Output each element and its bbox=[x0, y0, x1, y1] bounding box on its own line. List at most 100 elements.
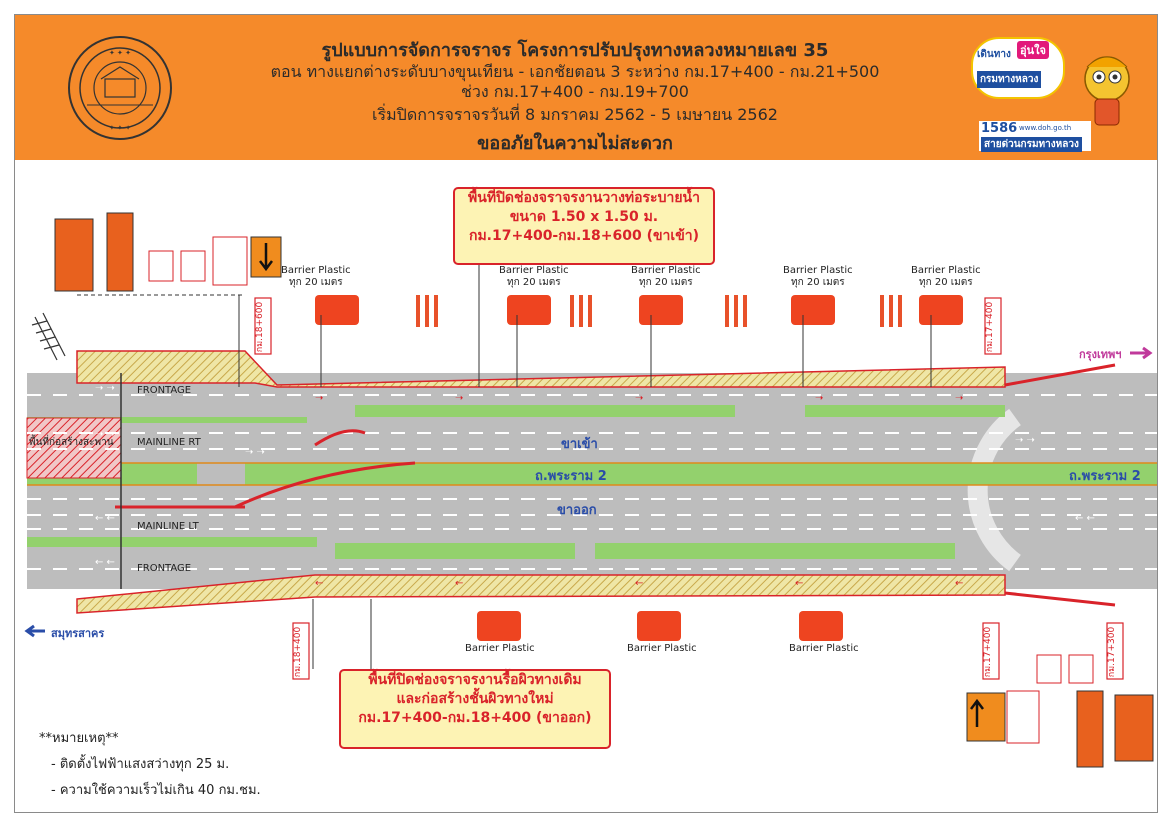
svg-text:← ←: ← ← bbox=[95, 557, 115, 568]
diagram-frame: ✦ ✦ ✦ ✦ ✦ ✦ รูปแบบการจัดการจราจร โครงการ… bbox=[14, 14, 1158, 813]
km-post-boxes bbox=[254, 297, 1124, 680]
svg-text:➝: ➝ bbox=[315, 393, 323, 404]
callout-outbound-line-3: กม.17+400-กม.18+400 (ขาออก) bbox=[358, 710, 592, 726]
plastic-barriers-top bbox=[315, 295, 963, 325]
road-layout-diagram: ➝➝➝➝➝ ←←←←← ➝ ➝➝ ➝➝ ➝➝ ➝ ← ←← ←← ← bbox=[24, 212, 1157, 768]
km-post-bottom-left: กม.18+400 bbox=[293, 626, 304, 678]
plastic-barriers-bottom bbox=[477, 611, 843, 641]
closure-zone-inbound bbox=[76, 350, 1006, 388]
barrier-label-top-2-line-1: Barrier Plastic bbox=[499, 265, 569, 276]
header-banner: ✦ ✦ ✦ ✦ ✦ ✦ รูปแบบการจัดการจราจร โครงการ… bbox=[15, 15, 1157, 160]
leader-lines bbox=[238, 247, 932, 669]
traffic-arrows: ➝➝➝➝➝ ←←←←← bbox=[315, 393, 963, 589]
barrier-label-top-2-line-2: ทุก 20 เมตร bbox=[507, 277, 561, 288]
label-frontage-bottom: FRONTAGE bbox=[137, 563, 192, 574]
callout-outbound-line-1: พื้นที่ปิดช่องจราจรงานรื้อผิวทางเดิม bbox=[368, 672, 582, 688]
lane-arrows-white: ➝ ➝ ➝ ➝ ➝ ➝ ➝ ➝ ← ← ← ← ← ← bbox=[95, 383, 1095, 568]
label-outbound: ขาออก bbox=[557, 503, 597, 518]
header-title: รูปแบบการจัดการจราจร โครงการปรับปรุงทางห… bbox=[321, 40, 829, 61]
svg-text:➝: ➝ bbox=[815, 393, 823, 404]
barrier-label-top-1-line-1: Barrier Plastic bbox=[281, 265, 351, 276]
advance-signs-top bbox=[54, 212, 282, 292]
svg-text:←: ← bbox=[955, 578, 963, 589]
hotline-url: www.doh.go.th bbox=[1019, 124, 1072, 132]
median-top-left bbox=[27, 417, 307, 423]
direction-to-bangkok: กรุงเทพฯ bbox=[1079, 348, 1122, 361]
barrier-label-top-4-line-1: Barrier Plastic bbox=[783, 265, 853, 276]
km-post-bottom-right-1: กม.17+400 bbox=[983, 626, 994, 678]
closure-zone-outbound bbox=[76, 574, 1006, 614]
arrow-to-samut-sakhon-icon bbox=[24, 624, 45, 638]
label-mainline-lt: MAINLINE LT bbox=[137, 521, 199, 532]
lane-markings bbox=[27, 394, 1157, 570]
notes-title: **หมายเหตุ** bbox=[39, 731, 119, 746]
barrier-label-top-4-line-2: ทุก 20 เมตร bbox=[791, 277, 845, 288]
svg-text:✦ ✦ ✦: ✦ ✦ ✦ bbox=[109, 49, 131, 57]
notes-box: **หมายเหตุ** - ติดตั้งไฟฟ้าแสงสว่างทุก 2… bbox=[39, 727, 261, 805]
callout-inbound-line-2: ขนาด 1.50 x 1.50 ม. bbox=[509, 209, 659, 225]
svg-text:➝: ➝ bbox=[955, 393, 963, 404]
label-inbound: ขาเข้า bbox=[561, 437, 598, 452]
logo-badge bbox=[971, 37, 1065, 99]
header-range: ช่วง กม.17+400 - กม.19+700 bbox=[461, 82, 689, 101]
barrier-label-bottom-3: Barrier Plastic bbox=[789, 643, 859, 654]
svg-text:← ←: ← ← bbox=[1075, 513, 1095, 524]
arrow-to-bangkok-icon bbox=[1130, 346, 1153, 360]
callout-inbound-line-1: พื้นที่ปิดช่องจราจรงานวางท่อระบายน้ำ bbox=[468, 190, 700, 206]
department-seal-icon: ✦ ✦ ✦ ✦ ✦ ✦ bbox=[68, 36, 172, 140]
svg-text:➝ ➝: ➝ ➝ bbox=[1015, 435, 1035, 446]
svg-text:←: ← bbox=[635, 578, 643, 589]
svg-text:←: ← bbox=[455, 578, 463, 589]
barrier-label-bottom-1: Barrier Plastic bbox=[465, 643, 535, 654]
direction-to-samut-sakhon: สมุทรสาคร bbox=[51, 627, 105, 640]
barrier-label-top-5-line-2: ทุก 20 เมตร bbox=[919, 277, 973, 288]
svg-text:➝: ➝ bbox=[455, 393, 463, 404]
km-post-top-right: กม.17+400 bbox=[985, 301, 996, 353]
note-item-speed: - ความใช้ความเร็วไม่เกิน 40 กม.ชม. bbox=[51, 783, 261, 798]
central-median bbox=[245, 463, 1157, 485]
logo-text-travel: เดินทาง bbox=[977, 49, 1011, 60]
logo-text-warm: อุ่นใจ bbox=[1017, 41, 1049, 59]
hotline-text: สายด่วนกรมทางหลวง bbox=[981, 137, 1082, 152]
logo-text-doh: กรมทางหลวง bbox=[977, 71, 1042, 88]
doh-brand-logo: เดินทาง อุ่นใจ กรมทางหลวง 1586 www.doh.g… bbox=[969, 35, 1139, 155]
delineator-groups-top bbox=[416, 295, 902, 327]
label-road-name-right: ถ.พระราม 2 bbox=[1069, 469, 1141, 484]
note-item-lighting: - ติดตั้งไฟฟ้าแสงสว่างทุก 25 ม. bbox=[51, 757, 230, 772]
label-construction-area: พื้นที่ก่อสร้างสะพาน bbox=[29, 437, 114, 448]
svg-text:➝ ➝: ➝ ➝ bbox=[245, 447, 265, 458]
callout-outbound-closure: พื้นที่ปิดช่องจราจรงานรื้อผิวทางเดิม และ… bbox=[339, 669, 611, 749]
svg-text:➝: ➝ bbox=[635, 393, 643, 404]
svg-text:➝ ➝: ➝ ➝ bbox=[95, 383, 115, 394]
median-bottom-mid bbox=[335, 543, 575, 559]
header-dates: เริ่มปิดการจราจรวันที่ 8 มกราคม 2562 - 5… bbox=[372, 105, 778, 124]
hotline-number: 1586 bbox=[981, 121, 1018, 136]
svg-text:←: ← bbox=[315, 578, 323, 589]
closure-edge-lines bbox=[115, 363, 1116, 607]
header-section: ตอน ทางแยกต่างระดับบางขุนเทียน - เอกชัยต… bbox=[270, 62, 880, 81]
barrier-label-top-1-line-2: ทุก 20 เมตร bbox=[289, 277, 343, 288]
mascot-icon bbox=[1084, 56, 1130, 126]
callout-inbound-line-3: กม.17+400-กม.18+600 (ขาเข้า) bbox=[468, 228, 700, 244]
railway-track bbox=[31, 312, 66, 361]
label-road-name: ถ.พระราม 2 bbox=[535, 469, 607, 484]
km-post-bottom-right-2: กม.17+300 bbox=[1107, 626, 1118, 678]
advance-signs-bottom bbox=[966, 654, 1154, 768]
median-top-right bbox=[805, 405, 1005, 417]
median-bottom-left bbox=[27, 537, 317, 547]
median-bottom-right bbox=[595, 543, 955, 559]
frontage-median-top bbox=[355, 405, 735, 417]
svg-text:➝ ➝: ➝ ➝ bbox=[95, 429, 115, 440]
label-frontage-top: FRONTAGE bbox=[137, 385, 192, 396]
barrier-label-top-3-line-1: Barrier Plastic bbox=[631, 265, 701, 276]
label-mainline-rt: MAINLINE RT bbox=[137, 437, 201, 448]
callout-outbound-line-2: และก่อสร้างชั้นผิวทางใหม่ bbox=[396, 691, 554, 707]
svg-text:← ←: ← ← bbox=[95, 513, 115, 524]
barrier-label-top-5-line-1: Barrier Plastic bbox=[911, 265, 981, 276]
callout-inbound-closure: พื้นที่ปิดช่องจราจรงานวางท่อระบายน้ำ ขนา… bbox=[453, 187, 715, 265]
